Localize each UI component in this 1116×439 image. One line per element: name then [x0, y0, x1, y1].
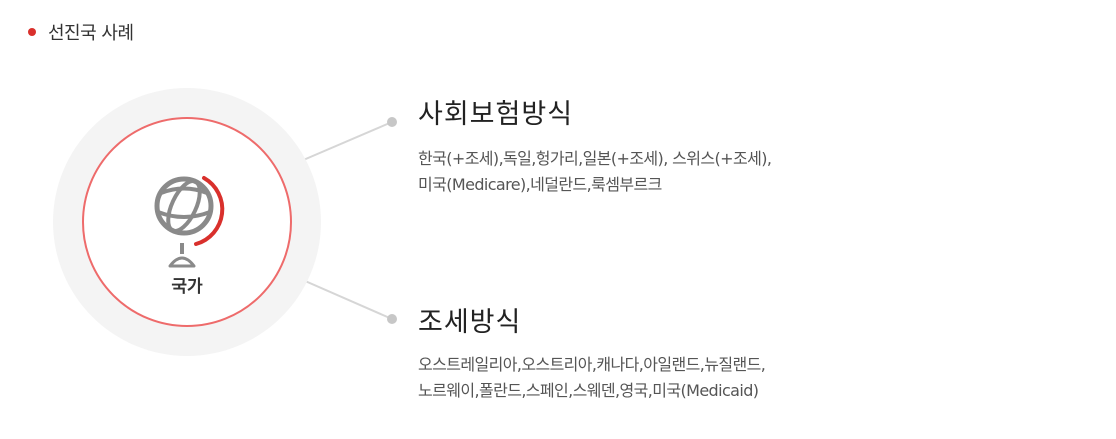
center-label: 국가: [171, 277, 203, 297]
branch-title-tax: 조세방식: [418, 307, 522, 338]
globe-icon: [154, 176, 225, 268]
branch-desc-line: 오스트레일리아,오스트리아,캐나다,아일랜드,뉴질랜드,: [418, 355, 766, 374]
bullet-icon: [28, 28, 36, 36]
branch-title-social-insurance: 사회보험방식: [418, 99, 574, 130]
branch-desc-line: 미국(Medicare),네덜란드,룩셈부르크: [418, 175, 662, 194]
section-header: 선진국 사례: [28, 18, 134, 46]
branch-desc-line: 노르웨이,폴란드,스페인,스웨덴,영국,미국(Medicaid): [418, 381, 759, 400]
branch-desc-line: 한국(+조세),독일,헝가리,일본(+조세), 스위스(+조세),: [418, 149, 772, 168]
connector-dot-top: [387, 117, 397, 127]
branch-desc-social-insurance: 한국(+조세),독일,헝가리,일본(+조세), 스위스(+조세), 미국(Med…: [418, 146, 772, 198]
branch-desc-tax: 오스트레일리아,오스트리아,캐나다,아일랜드,뉴질랜드, 노르웨이,폴란드,스페…: [418, 352, 766, 404]
connector-dot-bottom: [387, 314, 397, 324]
section-title: 선진국 사례: [48, 23, 134, 44]
